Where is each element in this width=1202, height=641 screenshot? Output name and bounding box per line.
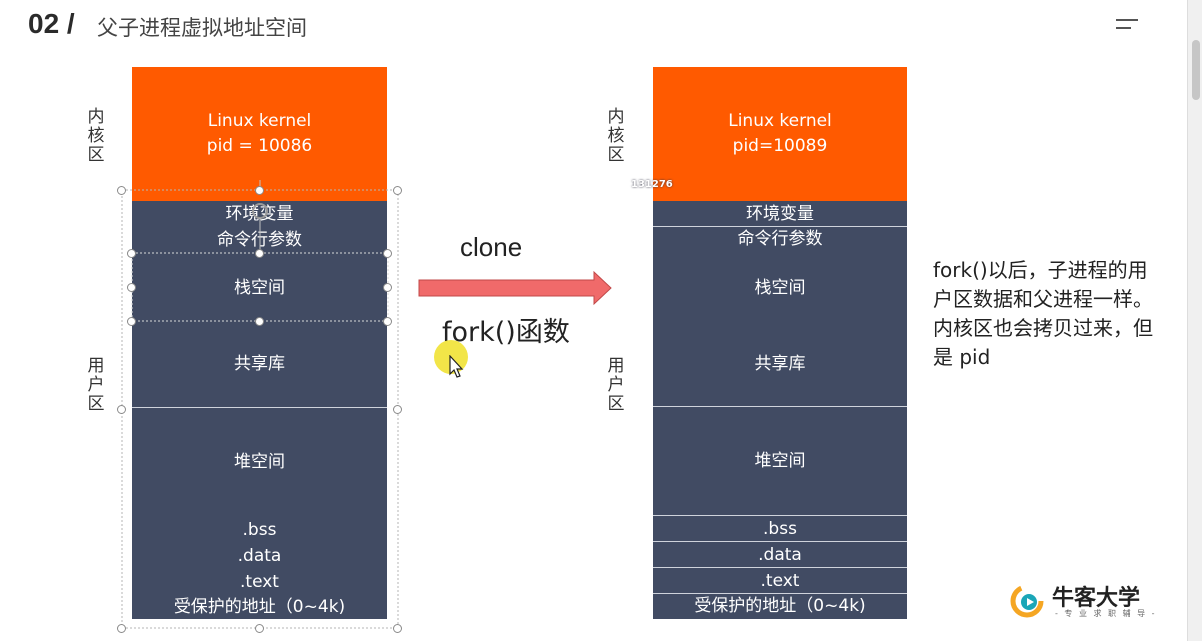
resize-handle[interactable] (255, 249, 264, 258)
right-kernel-block: Linux kernel pid=10089 (653, 67, 907, 201)
left-kernel-region-label: 内核区 (87, 107, 105, 165)
overlay-tag: 131276 (631, 179, 673, 190)
right-user-block (653, 201, 907, 619)
resize-handle[interactable] (393, 624, 402, 633)
left-stack-space: 栈空间 (234, 278, 285, 298)
left-kernel-pid: pid = 10086 (206, 136, 313, 156)
right-kernel-name: Linux kernel (728, 111, 832, 131)
right-divider (653, 515, 907, 516)
left-shared-libs: 共享库 (234, 354, 285, 374)
left-kernel-name: Linux kernel (207, 111, 312, 131)
right-cmd-args: 命令行参数 (737, 229, 823, 249)
resize-handle[interactable] (393, 405, 402, 414)
right-arrow-icon (418, 270, 612, 306)
resize-handle[interactable] (127, 283, 136, 292)
brand-logo-icon (1010, 584, 1044, 618)
right-env-vars: 环境变量 (746, 204, 814, 224)
left-env-vars: 环境变量 (225, 204, 294, 224)
right-divider (653, 593, 907, 594)
left-user-region-label: 用户区 (87, 356, 105, 414)
brand-name: 牛客大学 (1052, 586, 1141, 611)
right-divider (653, 541, 907, 542)
left-data: .data (237, 546, 282, 566)
menu-icon[interactable] (1116, 17, 1138, 31)
right-divider (653, 567, 907, 568)
left-text: .text (240, 572, 279, 592)
resize-handle[interactable] (255, 317, 264, 326)
mouse-pointer-icon (449, 355, 464, 378)
resize-handle[interactable] (117, 405, 126, 414)
right-bss: .bss (763, 519, 797, 539)
resize-handle[interactable] (383, 317, 392, 326)
resize-handle[interactable] (393, 186, 402, 195)
slide-number: 02 / (28, 8, 75, 39)
resize-handle[interactable] (117, 624, 126, 633)
right-heap-space: 堆空间 (754, 451, 806, 471)
right-shared-libs: 共享库 (754, 354, 806, 374)
right-text: .text (760, 571, 800, 591)
right-divider (653, 226, 907, 227)
clone-label: clone (460, 232, 523, 262)
resize-handle[interactable] (255, 186, 264, 195)
left-kernel-block: Linux kernel pid = 10086 (132, 67, 387, 201)
right-stack-space: 栈空间 (754, 278, 806, 298)
resize-handle[interactable] (255, 624, 264, 633)
description-text: fork()以后，子进程的用户区数据和父进程一样。内核区也会拷贝过来，但是 pi… (933, 258, 1153, 369)
resize-handle[interactable] (383, 249, 392, 258)
right-kernel-region-label: 内核区 (607, 107, 625, 165)
right-memory-diagram: Linux kernel pid=10089 环境变量 命令行参数 栈空间 共享… (653, 67, 907, 619)
left-bss: .bss (242, 520, 277, 540)
right-kernel-pid: pid=10089 (732, 136, 828, 156)
brand-subtitle: - 专 业 求 职 辅 导 - (1055, 609, 1157, 618)
resize-handle[interactable] (117, 186, 126, 195)
resize-handle[interactable] (383, 283, 392, 292)
right-data: .data (758, 545, 802, 565)
right-divider (653, 406, 907, 407)
resize-handle[interactable] (127, 249, 136, 258)
fork-function-label: fork()函数 (442, 317, 570, 348)
right-user-region-label: 用户区 (607, 356, 625, 414)
left-divider (132, 407, 387, 408)
scrollbar-thumb[interactable] (1192, 40, 1200, 100)
left-user-block (132, 201, 387, 619)
slide-title: 父子进程虚拟地址空间 (97, 16, 307, 40)
resize-handle[interactable] (127, 317, 136, 326)
right-protected-address: 受保护的地址（0~4k) (694, 596, 866, 616)
left-protected-address: 受保护的地址（0~4k) (173, 597, 346, 617)
scrollbar[interactable] (1187, 0, 1202, 641)
left-heap-space: 堆空间 (234, 452, 285, 472)
